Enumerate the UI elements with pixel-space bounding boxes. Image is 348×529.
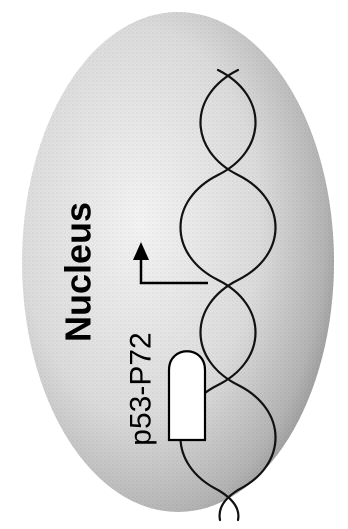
p53-protein-shape: [169, 351, 205, 440]
protein-label: p53-P72: [125, 332, 158, 445]
nucleus-label: Nucleus: [58, 202, 99, 342]
